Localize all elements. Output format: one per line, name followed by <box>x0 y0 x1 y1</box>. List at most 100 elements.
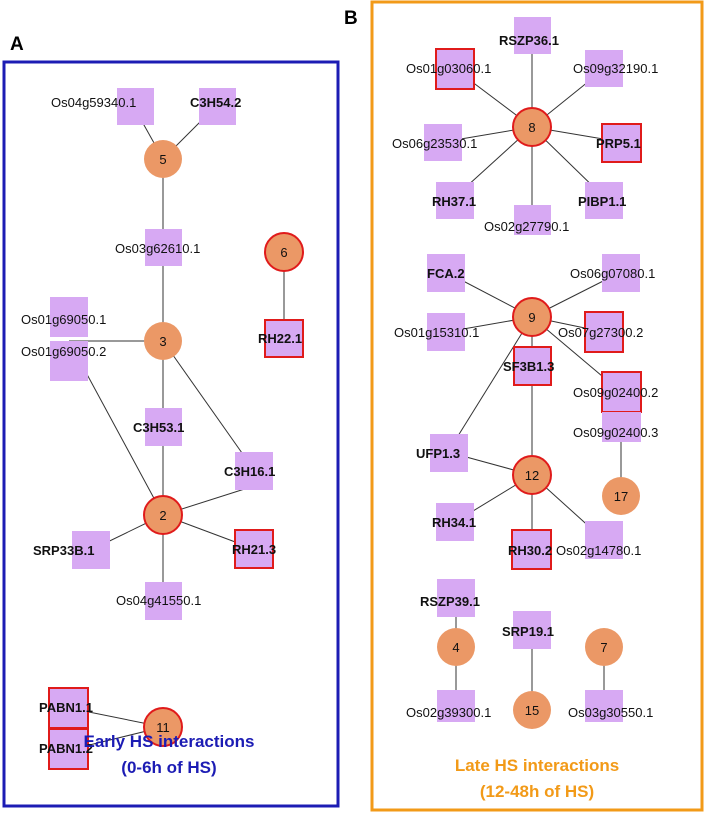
panel-a-letter: A <box>10 34 24 55</box>
node-os09g02400-3 <box>602 412 641 442</box>
panel-b-caption-range: (12-48h of HS) <box>480 782 594 801</box>
node-os07g27300 <box>584 311 624 353</box>
node-os04g41550 <box>145 582 182 620</box>
label-srp19: SRP19.1 <box>502 624 554 639</box>
node-rh34 <box>436 503 474 541</box>
node-os03g62610 <box>145 229 182 266</box>
label-prp5: PRP5.1 <box>596 136 641 151</box>
label-pabn1-1: PABN1.1 <box>39 700 93 715</box>
label-os03g30550: Os03g30550.1 <box>568 705 653 720</box>
label-os01g69050-2: Os01g69050.2 <box>21 344 106 359</box>
node-fca2 <box>427 254 465 292</box>
label-os09g32190: Os09g32190.1 <box>573 61 658 76</box>
node-prp5 <box>601 123 642 163</box>
label-15: 15 <box>525 703 539 718</box>
label-pabn1-2: PABN1.2 <box>39 741 93 756</box>
node-ufp1 <box>430 434 468 472</box>
label-2: 2 <box>159 508 166 523</box>
label-os04g41550: Os04g41550.1 <box>116 593 201 608</box>
node-c3h54 <box>199 88 236 125</box>
label-os06g07080: Os06g07080.1 <box>570 266 655 281</box>
panel-b-letter: B <box>344 8 358 29</box>
label-srp33b: SRP33B.1 <box>33 543 94 558</box>
node-os01g69050-2 <box>50 341 88 381</box>
label-os03g62610: Os03g62610.1 <box>115 241 200 256</box>
node-5 <box>144 140 182 178</box>
node-pabn1-2 <box>48 728 89 770</box>
label-os01g03060: Os01g03060.1 <box>406 61 491 76</box>
label-12: 12 <box>525 468 539 483</box>
label-pibp1: PIBP1.1 <box>578 194 626 209</box>
panel-b-frame <box>370 0 704 812</box>
label-5: 5 <box>159 152 166 167</box>
node-os02g14780 <box>585 521 623 559</box>
node-3 <box>144 322 182 360</box>
node-os01g69050-1 <box>50 297 88 337</box>
node-rh30 <box>511 529 552 570</box>
node-rh22 <box>264 319 304 358</box>
panel-b-caption-title: Late HS interactions <box>455 756 619 775</box>
edge-9-ufp1 <box>447 316 533 453</box>
node-17 <box>602 477 640 515</box>
panel-a-caption-range: (0-6h of HS) <box>121 758 216 777</box>
label-11: 11 <box>156 720 170 735</box>
node-os09g02400-2 <box>601 371 642 413</box>
node-8 <box>512 107 552 147</box>
label-rh30: RH30.2 <box>508 543 552 558</box>
node-os04g59340 <box>117 88 154 125</box>
label-os09g02400-2: Os09g02400.2 <box>573 385 658 400</box>
label-rh22: RH22.1 <box>258 331 302 346</box>
node-os09g32190 <box>585 50 623 87</box>
label-c3h53: C3H53.1 <box>133 420 184 435</box>
label-17: 17 <box>614 489 628 504</box>
label-os02g39300: Os02g39300.1 <box>406 705 491 720</box>
node-rh21 <box>234 529 274 569</box>
label-sf3b1: SF3B1.3 <box>503 359 554 374</box>
node-rszp36 <box>514 17 551 54</box>
node-os01g15310 <box>427 313 465 351</box>
label-os09g02400-3: Os09g02400.3 <box>573 425 658 440</box>
label-ufp1: UFP1.3 <box>416 446 460 461</box>
label-9: 9 <box>528 310 535 325</box>
node-c3h53 <box>145 408 182 446</box>
edge-3-c3h16 <box>162 340 255 471</box>
label-c3h54: C3H54.2 <box>190 95 241 110</box>
label-os06g23530: Os06g23530.1 <box>392 136 477 151</box>
label-os04g59340: Os04g59340.1 <box>51 95 136 110</box>
node-pibp1 <box>585 182 623 219</box>
label-fca2: FCA.2 <box>427 266 465 281</box>
node-pabn1-1 <box>48 687 89 729</box>
label-7: 7 <box>600 640 607 655</box>
node-15 <box>513 691 551 729</box>
label-os02g27790: Os02g27790.1 <box>484 219 569 234</box>
node-9 <box>512 297 552 337</box>
label-os07g27300: Os07g27300.2 <box>558 325 643 340</box>
node-6 <box>264 232 304 272</box>
label-rh37: RH37.1 <box>432 194 476 209</box>
label-c3h16: C3H16.1 <box>224 464 275 479</box>
node-os06g23530 <box>424 124 462 161</box>
node-2 <box>143 495 183 535</box>
node-rh37 <box>436 182 474 219</box>
label-rszp39: RSZP39.1 <box>420 594 480 609</box>
node-srp33b <box>72 531 110 569</box>
node-os02g39300 <box>437 690 475 722</box>
panel-a-caption-title: Early HS interactions <box>83 732 254 751</box>
node-sf3b1 <box>513 346 552 386</box>
label-8: 8 <box>528 120 535 135</box>
node-srp19 <box>513 611 551 649</box>
node-os02g27790 <box>514 205 551 235</box>
node-rszp39 <box>437 579 475 617</box>
node-c3h16 <box>235 452 273 490</box>
label-3: 3 <box>159 334 166 349</box>
label-os01g69050-1: Os01g69050.1 <box>21 312 106 327</box>
node-os01g03060 <box>435 48 475 90</box>
label-rszp36: RSZP36.1 <box>499 33 559 48</box>
node-7 <box>585 628 623 666</box>
label-4: 4 <box>452 640 459 655</box>
label-os01g15310: Os01g15310.1 <box>394 325 479 340</box>
node-os03g30550 <box>585 690 623 722</box>
node-4 <box>437 628 475 666</box>
node-12 <box>512 455 552 495</box>
